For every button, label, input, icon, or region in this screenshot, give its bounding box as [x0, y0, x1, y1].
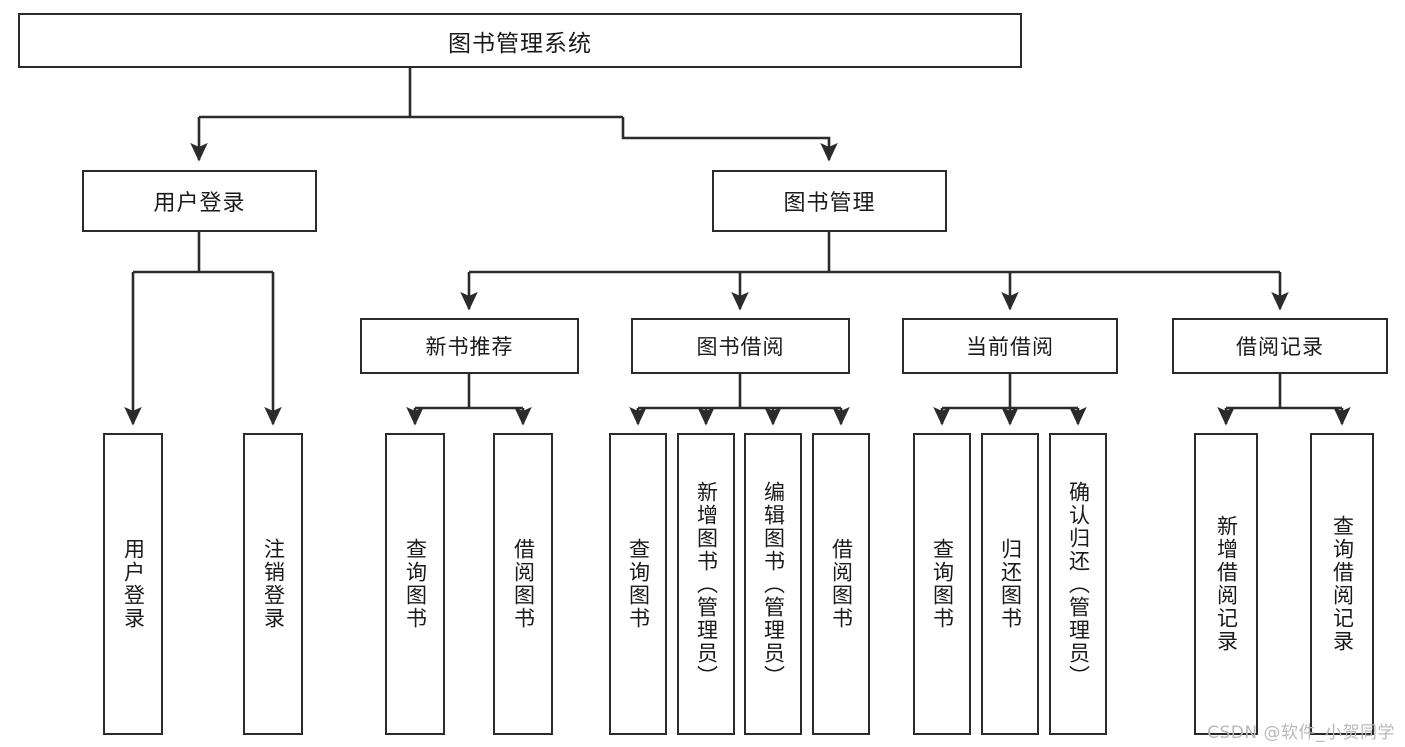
leaf-return-book-label: 归还图书 — [998, 538, 1023, 630]
leaf-query-book-2-label: 查询图书 — [626, 538, 651, 630]
leaf-query-record[interactable]: 查询借阅记录 — [1310, 433, 1374, 735]
node-user-login[interactable]: 用户登录 — [82, 170, 317, 232]
leaf-query-book-1-label: 查询图书 — [403, 538, 428, 630]
leaf-user-logout[interactable]: 注销登录 — [243, 433, 303, 735]
leaf-borrow-book-1-label: 借阅图书 — [511, 538, 536, 630]
leaf-user-login-label: 用户登录 — [121, 538, 146, 630]
node-book-manage-label: 图书管理 — [783, 191, 876, 216]
leaf-query-record-label: 查询借阅记录 — [1330, 515, 1355, 653]
node-new-book-recommend-label: 新书推荐 — [425, 335, 514, 359]
leaf-add-book[interactable]: 新增图书（管理员） — [677, 433, 735, 735]
node-borrow-record[interactable]: 借阅记录 — [1172, 318, 1388, 374]
leaf-query-book-2[interactable]: 查询图书 — [609, 433, 667, 735]
edge-root-to-book-manage — [621, 117, 838, 162]
leaf-edit-book-label: 编辑图书（管理员） — [761, 480, 786, 688]
leaf-query-book-1[interactable]: 查询图书 — [385, 433, 445, 735]
node-current-borrow[interactable]: 当前借阅 — [902, 318, 1118, 374]
leaf-add-record[interactable]: 新增借阅记录 — [1194, 433, 1258, 735]
node-borrow-record-label: 借阅记录 — [1236, 335, 1324, 359]
leaf-edit-book[interactable]: 编辑图书（管理员） — [744, 433, 802, 735]
node-current-borrow-label: 当前借阅 — [966, 335, 1054, 359]
leaf-borrow-book-2-label: 借阅图书 — [829, 538, 854, 630]
node-user-login-label: 用户登录 — [153, 191, 246, 216]
node-root-label: 图书管理系统 — [448, 30, 592, 57]
node-book-borrow[interactable]: 图书借阅 — [631, 318, 850, 374]
leaf-user-logout-label: 注销登录 — [261, 538, 286, 630]
node-book-borrow-label: 图书借阅 — [696, 335, 785, 359]
node-book-manage[interactable]: 图书管理 — [712, 170, 947, 232]
leaf-add-book-label: 新增图书（管理员） — [694, 480, 719, 688]
leaf-borrow-book-1[interactable]: 借阅图书 — [493, 433, 553, 735]
leaf-borrow-book-2[interactable]: 借阅图书 — [812, 433, 870, 735]
node-root[interactable]: 图书管理系统 — [18, 13, 1022, 68]
leaf-query-book-3[interactable]: 查询图书 — [913, 433, 971, 735]
leaf-confirm-return-label: 确认归还（管理员） — [1066, 480, 1091, 688]
leaf-return-book[interactable]: 归还图书 — [981, 433, 1039, 735]
leaf-user-login[interactable]: 用户登录 — [103, 433, 163, 735]
node-new-book-recommend[interactable]: 新书推荐 — [360, 318, 579, 374]
leaf-query-book-3-label: 查询图书 — [930, 538, 955, 630]
leaf-confirm-return[interactable]: 确认归还（管理员） — [1049, 433, 1107, 735]
watermark: CSDN @软件_小贺同学 — [1207, 723, 1395, 743]
leaf-add-record-label: 新增借阅记录 — [1214, 515, 1239, 653]
